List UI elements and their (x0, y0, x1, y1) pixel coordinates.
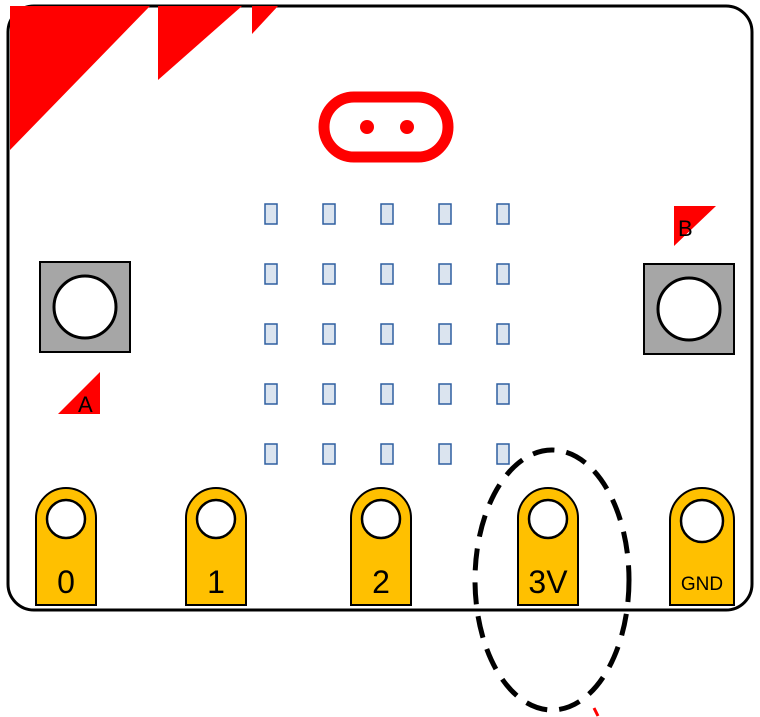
led-r1-c4 (438, 203, 452, 225)
button-a-marker (58, 372, 100, 414)
corner-mark-small (252, 6, 278, 34)
red-dash-mark (592, 707, 600, 717)
button-b[interactable] (643, 263, 735, 355)
led-r3-c2 (322, 323, 336, 345)
pin-hole (360, 498, 402, 540)
board-outline (6, 4, 754, 612)
button-a-cap[interactable] (52, 274, 118, 340)
led-r5-c3 (380, 443, 394, 465)
button-b-label: B (678, 216, 693, 241)
led-r5-c4 (438, 443, 452, 465)
led-r3-c5 (496, 323, 510, 345)
led-r4-c5 (496, 383, 510, 405)
button-b-marker (674, 206, 716, 246)
pin-1[interactable]: 1 (185, 487, 247, 606)
pin-label: 2 (372, 564, 390, 600)
corner-marks (10, 6, 278, 150)
led-r2-c2 (322, 263, 336, 285)
led-r1-c2 (322, 203, 336, 225)
led-r3-c4 (438, 323, 452, 345)
pin-label: 3V (528, 564, 568, 600)
led-r5-c5 (496, 443, 510, 465)
button-a[interactable] (39, 261, 131, 353)
pin-3v[interactable]: 3V (517, 487, 579, 606)
led-r3-c1 (264, 323, 278, 345)
led-r2-c4 (438, 263, 452, 285)
pin-hole (527, 498, 569, 540)
pin-hole (45, 498, 87, 540)
led-r5-c2 (322, 443, 336, 465)
highlight-3v-ellipse (472, 447, 632, 713)
corner-mark-medium (158, 6, 242, 80)
led-r3-c3 (380, 323, 394, 345)
pin-2[interactable]: 2 (350, 487, 412, 606)
led-r2-c3 (380, 263, 394, 285)
led-r1-c1 (264, 203, 278, 225)
edge-connector-pins: 0 1 2 3V GND (35, 487, 735, 606)
pin-label: 0 (57, 564, 75, 600)
pin-hole (679, 498, 725, 544)
pin-0[interactable]: 0 (35, 487, 97, 606)
led-r4-c3 (380, 383, 394, 405)
led-matrix (264, 203, 510, 465)
led-r2-c1 (264, 263, 278, 285)
microbit-logo-icon (318, 91, 454, 163)
led-r4-c4 (438, 383, 452, 405)
led-r5-c1 (264, 443, 278, 465)
led-r4-c1 (264, 383, 278, 405)
button-b-cap[interactable] (656, 276, 722, 342)
led-r1-c5 (496, 203, 510, 225)
pin-label: 1 (207, 564, 225, 600)
led-r4-c2 (322, 383, 336, 405)
button-a-label: A (78, 392, 93, 417)
corner-mark-large (10, 6, 150, 150)
pin-label: GND (681, 574, 723, 595)
led-r1-c3 (380, 203, 394, 225)
led-r2-c5 (496, 263, 510, 285)
pin-hole (195, 498, 237, 540)
pin-gnd[interactable]: GND (669, 487, 735, 606)
